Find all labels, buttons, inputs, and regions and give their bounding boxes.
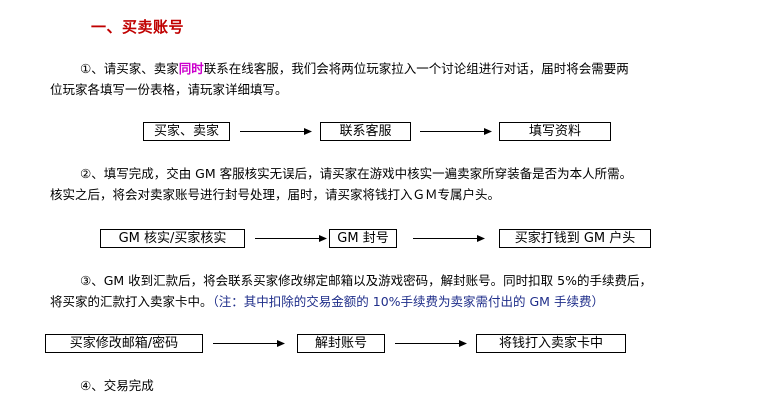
step1-text-b: 联系在线客服，我们会将两位玩家拉入一个讨论组进行对话，届时将会需要两 [203,61,629,76]
flow1-arrow-1-icon [240,126,312,137]
flow2-box-buyer-pay: 买家打钱到 GM 户头 [499,229,651,248]
step2-paragraph-line2: 核实之后，将会对卖家账号进行封号处理，届时，请买家将钱打入ＧＭ专属户头。 [50,187,501,202]
flow2-arrow-2-icon [413,233,485,244]
flow2-box-gm-ban: GM 封号 [329,229,397,248]
step3-text-a: 将买家的汇款打入卖家卡中。 [50,294,213,309]
step1-text-a: ①、请买家、卖家 [80,61,179,76]
flow2-box-gm-verify: GM 核实/买家核实 [100,229,245,248]
step3-note: （注：其中扣除的交易金额的 10%手续费为卖家需付出的 GM 手续费） [212,294,604,309]
flow3-box-change-email: 买家修改邮箱/密码 [45,334,203,353]
flow1-box-contact-service: 联系客服 [320,122,411,141]
step1-paragraph-line1: ①、请买家、卖家同时联系在线客服，我们会将两位玩家拉入一个讨论组进行对话，届时将… [80,58,629,79]
flow2-arrow-1-icon [255,233,327,244]
flow1-box-fill-form: 填写资料 [499,122,611,141]
flow1-box-buyer-seller: 买家、卖家 [143,122,230,141]
step4-paragraph-line1: ④、交易完成 [80,378,154,393]
section-title: 一、买卖账号 [91,18,185,36]
step3-paragraph-line1: ③、GM 收到汇款后，将会联系买家修改绑定邮箱以及游戏密码，解封账号。同时扣取 … [80,273,652,288]
step1-highlight: 同时 [178,61,204,76]
flow1-arrow-2-icon [420,126,492,137]
step1-paragraph-line2: 位玩家各填写一份表格，请玩家详细填写。 [50,82,288,97]
step2-paragraph-line1: ②、填写完成，交由 GM 客服核实无误后，请买家在游戏中核实一遍卖家所穿装备是否… [80,166,633,181]
flow3-box-transfer-money: 将钱打入卖家卡中 [476,334,626,353]
flow3-arrow-1-icon [213,338,285,349]
step3-paragraph-line2: 将买家的汇款打入卖家卡中。（注：其中扣除的交易金额的 10%手续费为卖家需付出的… [50,291,604,312]
flow3-arrow-2-icon [395,338,467,349]
flow3-box-unban: 解封账号 [297,334,385,353]
